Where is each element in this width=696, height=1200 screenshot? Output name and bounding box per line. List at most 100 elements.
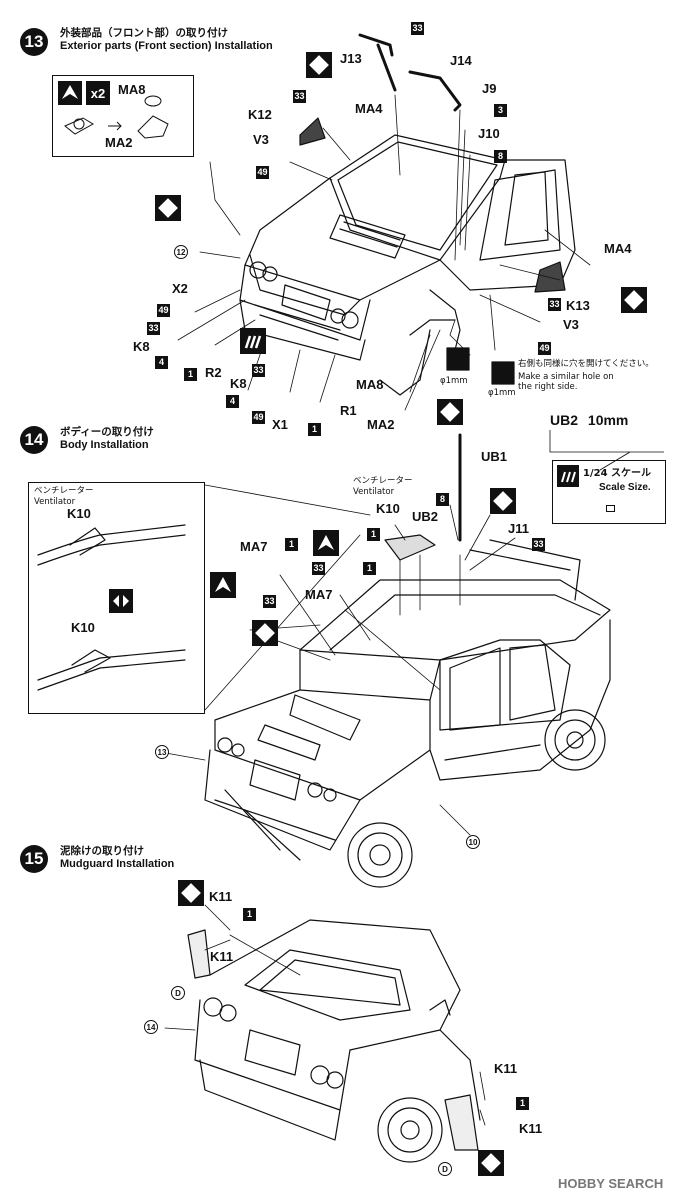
scale-size-mark — [606, 505, 615, 512]
paint-code-1-left: 1 — [243, 908, 256, 921]
step15-mudflaps — [187, 929, 479, 1151]
label-ma7-top: MA7 — [240, 539, 268, 554]
cement-icon-ma7 — [313, 530, 339, 556]
paint-code-33-mid: 33 — [312, 562, 325, 575]
step-15-title: 泥除けの取り付け Mudguard Installation — [60, 845, 174, 871]
label-x2: X2 — [172, 281, 188, 296]
scale-en: Scale Size. — [599, 482, 651, 493]
label-ma2: MA2 — [367, 417, 395, 432]
inset-label-ma2: MA2 — [105, 135, 133, 150]
paint-code-1-ma7: 1 — [285, 538, 298, 551]
ub2-box-length: 10mm — [587, 412, 629, 428]
label-ma8: MA8 — [356, 377, 384, 392]
label-ma4-top: MA4 — [355, 101, 383, 116]
label-k11-bottom-left: K11 — [210, 949, 234, 964]
slash-cement-icon — [244, 335, 262, 349]
step-number-13: 13 — [20, 28, 48, 56]
paint-code-1-r2: 1 — [184, 368, 197, 381]
diamond-icon-right — [621, 287, 647, 313]
paint-code-1-mid: 1 — [363, 562, 376, 575]
label-k8-left: K8 — [133, 339, 150, 354]
step15-car-body — [194, 919, 481, 1163]
step-15-title-ja: 泥除けの取り付け — [60, 845, 144, 857]
paint-code-1-r1: 1 — [308, 423, 321, 436]
diamond-icon-ma2 — [437, 399, 463, 425]
label-j9: J9 — [482, 81, 497, 96]
step13-inset-panel: x2 MA8 MA2 — [52, 75, 194, 157]
vent-ja: ベンチレーター — [353, 476, 413, 486]
label-k11-top-left: K11 — [209, 889, 233, 904]
ub2-box-title: UB2 10mm — [550, 413, 628, 427]
label-r2: R2 — [205, 365, 222, 380]
diamond-icon-left — [155, 195, 181, 221]
assembly-ref-10: 10 — [466, 835, 480, 849]
step-13-title: 外装部品（フロント部）の取り付け Exterior parts (Front s… — [60, 27, 273, 53]
step-14-title-en: Body Installation — [60, 439, 149, 451]
paint-code-33-k8: 33 — [147, 322, 160, 335]
paint-code-33-top: 33 — [411, 22, 424, 35]
diamond-icon-k11-right — [478, 1150, 504, 1176]
inset-label-k10-bottom: K10 — [71, 620, 95, 635]
paint-code-3: 3 — [494, 104, 507, 117]
hole-dim-left: φ1mm — [440, 376, 468, 386]
ub2-box-part: UB2 — [550, 412, 579, 428]
label-ma7-mid: MA7 — [305, 587, 333, 602]
paint-code-33-ma7: 33 — [263, 595, 276, 608]
step-15-title-en: Mudguard Installation — [60, 858, 175, 870]
diamond-icon-k11-left — [178, 880, 204, 906]
paint-code-1-k10: 1 — [367, 528, 380, 541]
paint-code-49-x1: 49 — [252, 411, 265, 424]
hole-note-ja: 右側も同様に穴を開けてください。 — [518, 359, 654, 369]
assembly-ref-14: 14 — [144, 1020, 158, 1034]
slash-icon — [561, 471, 576, 483]
label-k12: K12 — [248, 107, 272, 122]
step-number-15: 15 — [20, 845, 48, 873]
step13-wipers — [358, 33, 462, 112]
paint-code-49-x2: 49 — [157, 304, 170, 317]
label-j14: J14 — [450, 53, 472, 68]
label-j13: J13 — [340, 51, 362, 66]
paint-code-49-v3r: 49 — [538, 342, 551, 355]
paint-code-8: 8 — [494, 150, 507, 163]
scale-ja: 1/24 スケール — [583, 468, 652, 479]
inset-label-k10-top: K10 — [67, 506, 91, 521]
inset-label-ma8: MA8 — [118, 82, 146, 97]
hole-dim-right: φ1mm — [488, 388, 516, 398]
diamond-icon-j13 — [306, 52, 332, 78]
cement-arrow-icon-ma7 — [318, 535, 334, 550]
paint-code-49-v3: 49 — [256, 166, 269, 179]
step13-car-body — [239, 117, 576, 396]
cement-arrow-icon — [62, 85, 78, 99]
paint-code-1-right: 1 — [516, 1097, 529, 1110]
paint-code-33-k8b: 33 — [252, 364, 265, 377]
vent-en: Ventilator — [353, 487, 395, 497]
step-14-title-ja: ボディーの取り付け — [60, 426, 154, 438]
step-13-title-ja: 外装部品（フロント部）の取り付け — [60, 27, 228, 39]
paint-code-4-k8: 4 — [155, 356, 168, 369]
scale-slash-icon — [557, 465, 579, 487]
double-arrow-icon — [113, 595, 129, 607]
paint-code-33-k12: 33 — [293, 90, 306, 103]
step15-leader-lines — [164, 904, 486, 1126]
hole-note-en: Make a similar hole on the right side. — [518, 372, 614, 392]
step14-inset-panel: ベンチレーター Ventilator K10 K10 — [28, 482, 205, 714]
paint-code-33-j11: 33 — [532, 538, 545, 551]
paint-code-4-k8b: 4 — [226, 395, 239, 408]
label-x1: X1 — [272, 417, 288, 432]
ub2-scale-panel: 1/24 スケール Scale Size. — [552, 460, 666, 524]
step14-car-body — [204, 539, 611, 888]
label-v3-right: V3 — [563, 317, 579, 332]
paint-code-33-k13: 33 — [548, 298, 561, 311]
cement-icon-bumper — [240, 328, 266, 354]
cement-icon-ma7-left — [210, 572, 236, 598]
code-d-right: D — [438, 1162, 452, 1176]
label-k11-top-right: K11 — [494, 1061, 518, 1076]
step-14-title: ボディーの取り付け Body Installation — [60, 426, 154, 452]
label-k11-bottom-right: K11 — [519, 1121, 543, 1136]
label-j10: J10 — [478, 126, 500, 141]
label-k10: K10 — [376, 501, 400, 516]
inset-ring-drawing — [64, 95, 169, 139]
diamond-icon-ma7 — [252, 620, 278, 646]
